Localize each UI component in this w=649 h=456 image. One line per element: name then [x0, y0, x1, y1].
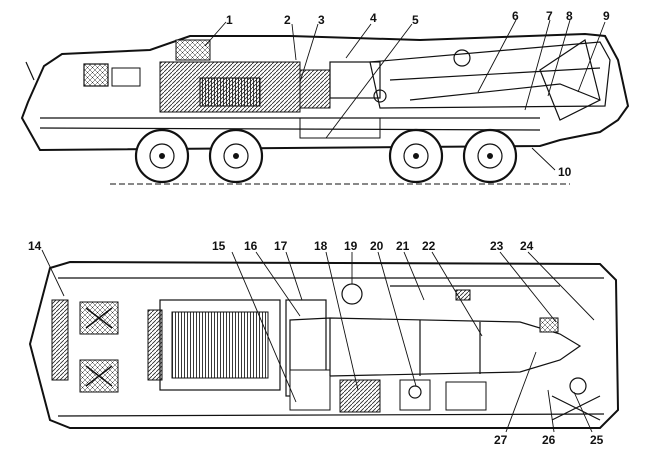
- side-hull-outline: [20, 32, 630, 152]
- pivot: [373, 89, 387, 103]
- callout-22: 22: [422, 239, 436, 253]
- side-panel: [147, 309, 163, 381]
- gear: [408, 385, 422, 399]
- callout-21: 21: [396, 239, 410, 253]
- fuel-tank: [299, 117, 381, 139]
- cab-side-window: [111, 67, 141, 87]
- callout-3: 3: [318, 13, 325, 27]
- equipment-18: [339, 379, 381, 413]
- callout-27: 27: [494, 433, 508, 447]
- callout-6: 6: [512, 9, 519, 23]
- launcher-cradle: [329, 61, 381, 99]
- top-inner-line-2: [57, 413, 605, 417]
- engine-grille: [171, 311, 269, 379]
- callout-17: 17: [274, 239, 288, 253]
- callout-14: 14: [28, 239, 42, 253]
- callout-18: 18: [314, 239, 328, 253]
- top-view: 14 15 16 17 18 19 20 21 22 23 24 25 26 2…: [28, 239, 620, 447]
- wheel: [134, 128, 190, 184]
- block-22: [455, 289, 471, 301]
- callout-26: 26: [542, 433, 556, 447]
- box-23: [539, 317, 559, 333]
- lift-mechanism: [539, 39, 601, 121]
- tank-19: [341, 283, 363, 305]
- equipment-box-2: [445, 381, 487, 411]
- container-ring: [453, 49, 471, 67]
- callout-19: 19: [344, 239, 358, 253]
- side-rail-2: [39, 127, 541, 131]
- cab-window: [83, 63, 109, 87]
- box-17: [289, 369, 331, 411]
- equipment-box: [299, 69, 331, 109]
- top-hull-outline: [28, 260, 620, 429]
- missile-container-top: [289, 317, 582, 377]
- top-leaders: [41, 249, 595, 433]
- container-line: [389, 67, 601, 81]
- callout-5: 5: [412, 13, 419, 27]
- driver-seat: [51, 299, 69, 381]
- cross-mark: [85, 307, 113, 329]
- callout-24: 24: [520, 239, 534, 253]
- callout-16: 16: [244, 239, 258, 253]
- callout-4: 4: [370, 11, 377, 25]
- callout-25: 25: [590, 433, 604, 447]
- missile-container: [369, 41, 611, 109]
- callout-7: 7: [546, 9, 553, 23]
- cross-mark: [551, 395, 601, 421]
- callout-15: 15: [212, 239, 226, 253]
- antenna: [25, 61, 35, 81]
- hatch-1: [175, 39, 211, 61]
- wheel: [208, 128, 264, 184]
- container-line-2: [409, 83, 601, 101]
- callout-1: 1: [226, 13, 233, 27]
- cross-mark: [85, 365, 113, 387]
- callout-2: 2: [284, 13, 291, 27]
- wheel: [388, 128, 444, 184]
- callout-8: 8: [566, 9, 573, 23]
- equipment-20: [399, 379, 431, 411]
- engine-block: [199, 77, 261, 107]
- callout-20: 20: [370, 239, 384, 253]
- callout-23: 23: [490, 239, 504, 253]
- callout-10: 10: [558, 165, 572, 179]
- container-seams: [329, 318, 481, 376]
- reel: [569, 377, 587, 395]
- wheel: [462, 128, 518, 184]
- side-view: 1 2 3 4 5 6 7 8 9 10: [20, 9, 630, 185]
- side-leaders: [204, 19, 606, 171]
- callout-9: 9: [603, 9, 610, 23]
